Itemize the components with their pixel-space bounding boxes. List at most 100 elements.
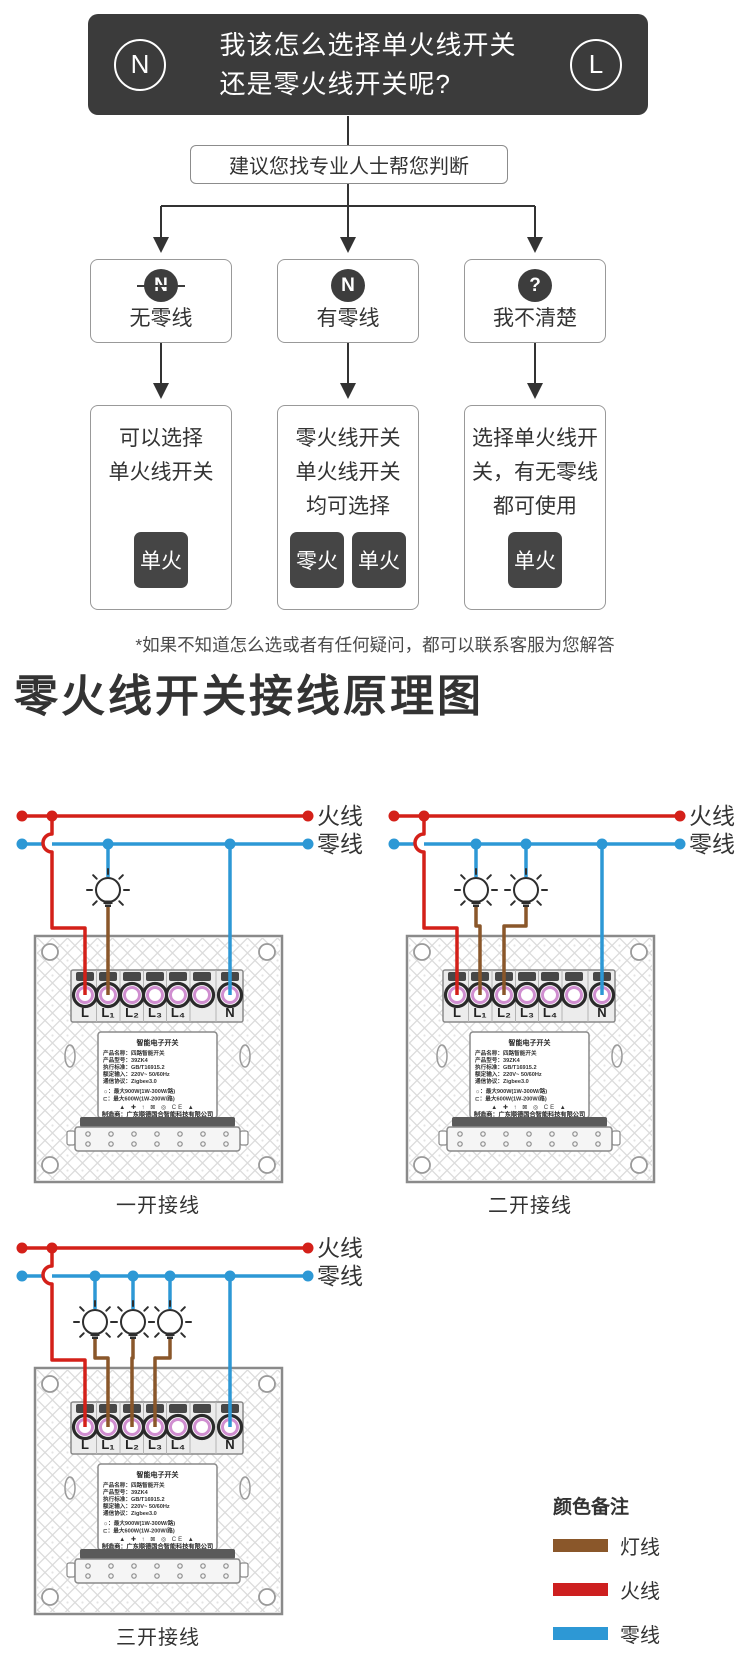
clamp-screw xyxy=(169,972,187,981)
tag-single-live: 单火 xyxy=(508,532,562,588)
terminal-label: N xyxy=(225,1005,234,1020)
question-text: 我该怎么选择单火线开关 还是零火线开关呢? xyxy=(219,26,516,104)
option-badge-n: N xyxy=(331,269,365,302)
legend-title: 颜色备注 xyxy=(553,1497,630,1518)
result-card-2: 零火线开关 单火线开关 均可选择 零火 单火 xyxy=(277,405,419,610)
diagram-caption: 一开接线 xyxy=(116,1194,200,1217)
terminal-label: L₄ xyxy=(171,1005,185,1020)
option-card-unknown: ? 我不清楚 xyxy=(464,259,606,343)
light-bulb-icon xyxy=(86,868,130,907)
light-bulb-icon xyxy=(148,1300,192,1339)
live-wire-label: 火线 xyxy=(317,1235,363,1261)
terminal-label: L₃ xyxy=(148,1005,162,1020)
connector-shadow xyxy=(80,1549,235,1559)
result-card-3: 选择单火线开 关，有无零线 都可使用 单火 xyxy=(464,405,606,610)
cert-icons: ▲ ✚ ↑ ⊠ ◎ CE ▲ xyxy=(491,1104,568,1111)
light-bulb-icon xyxy=(454,868,498,907)
connector-strip xyxy=(446,1126,613,1152)
terminal-label: N xyxy=(225,1437,234,1452)
connector-shadow xyxy=(80,1117,235,1127)
label-line: 通信协议：Zigbee3.0 xyxy=(103,1509,157,1517)
live-drop-wire xyxy=(41,816,87,995)
lamp-wire xyxy=(130,1339,135,1427)
label-power-line: ☼：最大900W(1W-300W/路) xyxy=(475,1087,547,1095)
result-line: 零火线开关 xyxy=(295,427,401,450)
option-label: 无零线 xyxy=(129,307,193,330)
terminal-label: L₁ xyxy=(473,1005,486,1020)
cert-icons: ▲ ✚ ↑ ⊠ ◎ CE ▲ xyxy=(119,1536,196,1543)
label-line: 产品型号：39ZK4 xyxy=(103,1488,149,1496)
label-power-line: ☼：最大900W(1W-300W/路) xyxy=(103,1087,175,1095)
manufacturer-line: 制造商：广东顺德国合智能科技有限公司 xyxy=(474,1111,585,1119)
strike-line xyxy=(137,284,185,287)
label-line: 额定输入：220V~ 50/60Hz xyxy=(103,1070,170,1078)
label-line: 执行标准：GB/T16915.2 xyxy=(475,1063,537,1071)
label-line: 通信协议：Zigbee3.0 xyxy=(103,1077,157,1085)
terminal-label: L xyxy=(81,1437,89,1452)
label-power-line: ⊏：最大600W(1W-200W/路) xyxy=(103,1527,175,1535)
terminal-label: L₁ xyxy=(101,1005,114,1020)
option-badge-n-strike: N xyxy=(137,269,185,302)
live-wire-label: 火线 xyxy=(689,803,735,829)
light-bulb-icon xyxy=(111,1300,155,1339)
clamp-screw xyxy=(146,972,164,981)
result-line: 单火线开关 xyxy=(108,461,214,484)
legend-label: 火线 xyxy=(620,1581,660,1603)
terminal-label: L₄ xyxy=(543,1005,557,1020)
label-line: 额定输入：220V~ 50/60Hz xyxy=(103,1502,170,1510)
option-badge-question: ? xyxy=(518,269,552,302)
lamp-wire xyxy=(153,1339,172,1427)
lamp-wire xyxy=(474,907,482,995)
terminal-label: L₂ xyxy=(497,1005,511,1020)
footnote: *如果不知道怎么选或者有任何疑问，都可以联系客服为您解答 xyxy=(135,635,615,655)
screw-hole-icon xyxy=(413,1156,431,1174)
legend-label: 灯线 xyxy=(620,1537,660,1559)
question-line1: 我该怎么选择单火线开关 xyxy=(219,29,517,60)
clamp-screw xyxy=(193,972,211,981)
label-line: 产品名称：四路智能开关 xyxy=(103,1049,165,1057)
result-text: 零火线开关 单火线开关 均可选择 xyxy=(278,422,418,524)
clamp-screw xyxy=(518,972,536,981)
section-title: 零火线开关接线原理图 xyxy=(14,672,484,721)
result-line: 选择单火线开 xyxy=(472,427,598,450)
lamp-wire xyxy=(93,1339,110,1427)
manufacturer-line: 制造商：广东顺德国合智能科技有限公司 xyxy=(102,1543,213,1551)
label-title: 智能电子开关 xyxy=(509,1038,551,1047)
clamp-screw xyxy=(565,972,583,981)
label-power-line: ⊏：最大600W(1W-200W/路) xyxy=(475,1095,547,1103)
result-card-1: 可以选择 单火线开关 单火 xyxy=(90,405,232,610)
label-title: 智能电子开关 xyxy=(137,1470,179,1479)
legend-item-neutral: 零线 xyxy=(553,1619,660,1648)
screw-hole-icon xyxy=(413,943,431,961)
neutral-wire-label: 零线 xyxy=(317,1263,363,1289)
light-bulb-icon xyxy=(504,868,548,907)
option-card-no-neutral: N 无零线 xyxy=(90,259,232,343)
result-line: 单火线开关 xyxy=(295,461,401,484)
tag-neutral-live: 零火 xyxy=(290,532,344,588)
live-wire-swatch xyxy=(553,1583,608,1596)
neutral-wire-label: 零线 xyxy=(317,831,363,857)
cert-icons: ▲ ✚ ↑ ⊠ ◎ CE ▲ xyxy=(119,1104,196,1111)
result-tags: 单火 xyxy=(465,532,605,588)
terminal-label: L₃ xyxy=(520,1005,534,1020)
result-tags: 零火 单火 xyxy=(278,532,418,588)
lamp-wire xyxy=(502,907,528,995)
label-line: 通信协议：Zigbee3.0 xyxy=(475,1077,529,1085)
neutral-wire-swatch xyxy=(553,1627,608,1640)
connector-strip xyxy=(74,1126,241,1152)
live-drop-wire xyxy=(413,816,459,995)
label-power-line: ☼：最大900W(1W-300W/路) xyxy=(103,1519,175,1527)
neutral-wire-badge: N xyxy=(114,38,166,91)
option-label: 有零线 xyxy=(316,307,380,330)
advice-box: 建议您找专业人士帮您判断 xyxy=(190,145,508,184)
result-line: 均可选择 xyxy=(306,495,390,518)
terminal-label: N xyxy=(597,1005,606,1020)
label-line: 产品名称：四路智能开关 xyxy=(103,1481,165,1489)
option-label: 我不清楚 xyxy=(493,307,577,330)
legend-item-live: 火线 xyxy=(553,1575,660,1604)
